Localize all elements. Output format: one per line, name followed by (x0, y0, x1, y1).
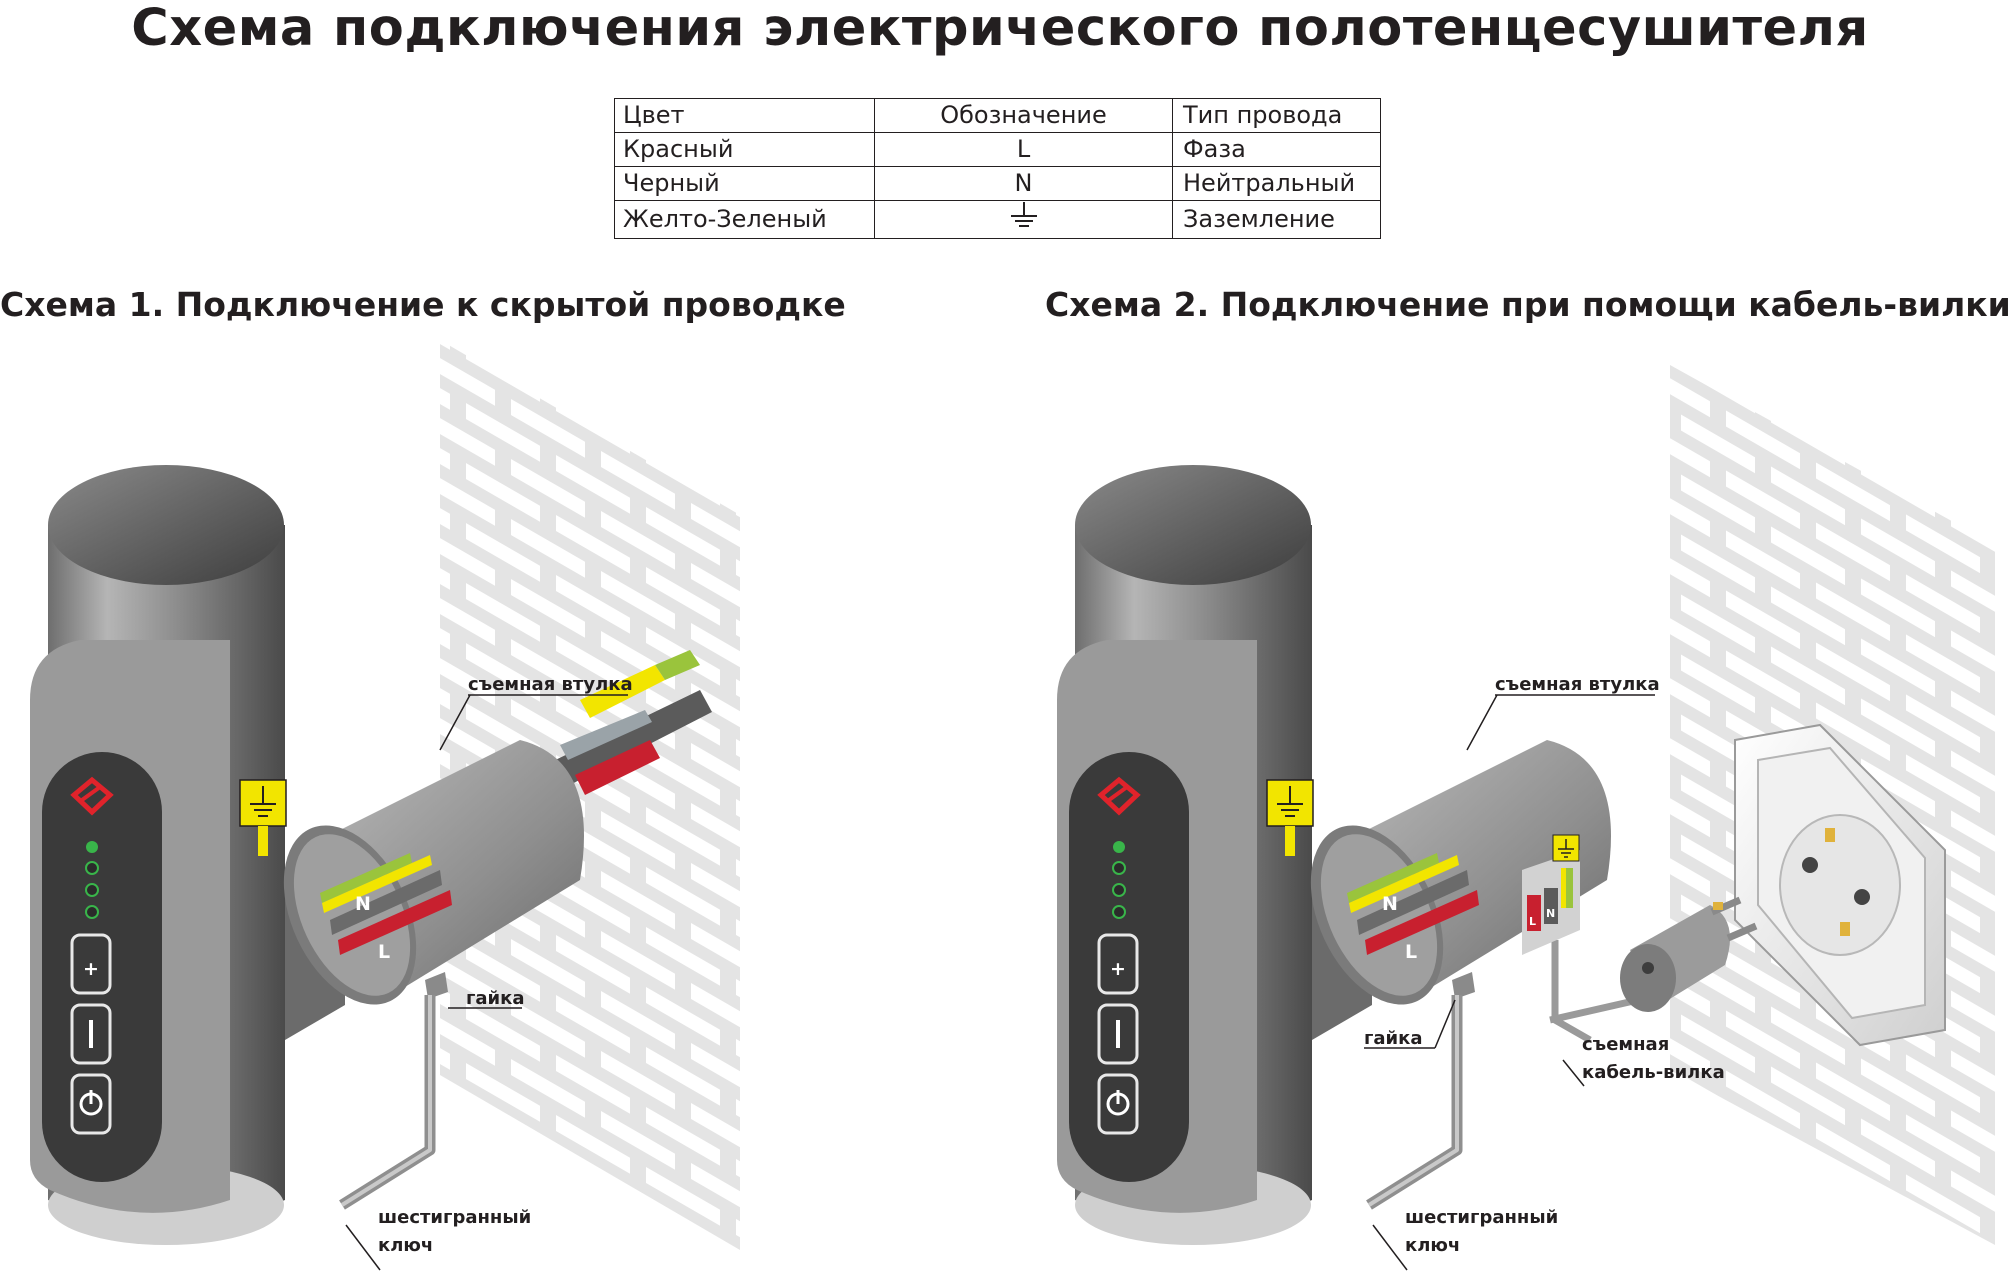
scheme1-diagram: + (30, 340, 740, 1271)
hex-key-icon (339, 995, 436, 1210)
hex-key-label-line1: шестигранный (1405, 1207, 1558, 1228)
page-title: Схема подключения электрического полотен… (131, 0, 1869, 58)
minus-icon[interactable] (70, 1003, 112, 1065)
heater-body: + (30, 465, 287, 1245)
wire-l-label: L (1405, 941, 1417, 963)
plug-n-label: N (1546, 907, 1555, 920)
cell-designation (874, 200, 1173, 239)
hex-key-icon (1366, 995, 1463, 1210)
hex-key-label-line1: шестигранный (378, 1207, 531, 1228)
table-row: Черный N Нейтральный (614, 166, 1381, 201)
plus-icon[interactable]: + (1097, 933, 1139, 995)
cell-color: Красный (614, 132, 875, 167)
wire-n-label: N (355, 893, 371, 915)
nut (1452, 972, 1475, 999)
logo-icon (70, 776, 114, 816)
plug-icon (1549, 896, 1758, 1024)
header-color: Цвет (614, 98, 875, 133)
nut-label: гайка (1364, 1028, 1423, 1049)
cable-plug-label-line2: кабель-вилка (1582, 1062, 1725, 1083)
hex-key-label-line2: ключ (378, 1235, 433, 1256)
led-indicator-icon (85, 841, 99, 919)
plug-terminal-block: L N (1522, 834, 1580, 955)
plug-l-label: L (1529, 915, 1536, 928)
cell-designation: L (874, 132, 1173, 167)
scheme1-title: Схема 1. Подключение к скрытой проводке (0, 285, 846, 324)
wire-n-label: N (1382, 893, 1398, 915)
removable-sleeve: N L (283, 740, 584, 1005)
ground-icon (239, 779, 287, 856)
minus-icon[interactable] (1097, 1003, 1139, 1065)
logo-icon (1097, 776, 1141, 816)
wire-bundle (545, 650, 712, 795)
ground-icon (1010, 202, 1037, 227)
nut (425, 972, 448, 999)
cell-type: Заземление (1172, 200, 1381, 239)
scheme2-title: Схема 2. Подключение при помощи кабель-в… (1045, 285, 2011, 324)
plus-icon[interactable]: + (70, 933, 112, 995)
scheme2-diagram: + (1057, 365, 1995, 1271)
hex-key-label-line2: ключ (1405, 1235, 1460, 1256)
nut-label: гайка (466, 988, 525, 1009)
cell-type: Нейтральный (1172, 166, 1381, 201)
power-icon[interactable] (70, 1073, 112, 1135)
ground-icon (1552, 834, 1580, 862)
cell-color: Черный (614, 166, 875, 201)
cable-plug-label-line1: съемная (1582, 1034, 1669, 1055)
wire-l-label: L (378, 941, 390, 963)
header-type: Тип провода (1172, 98, 1381, 133)
brick-wall (440, 340, 740, 1250)
svg-text:+: + (1110, 958, 1126, 980)
led-indicator-icon (1112, 841, 1126, 919)
sleeve-label: съемная втулка (1495, 674, 1660, 695)
heater-body: + (1057, 465, 1314, 1245)
table-row: Желто-Зеленый Заземление (614, 200, 1381, 239)
sleeve-label: съемная втулка (468, 674, 633, 695)
cell-color: Желто-Зеленый (614, 200, 875, 239)
wire-legend-table: Цвет Обозначение Тип провода Красный L Ф… (614, 98, 1381, 239)
svg-text:+: + (83, 958, 99, 980)
ground-icon (1266, 779, 1314, 856)
wall-socket-icon (1734, 723, 1946, 1047)
removable-sleeve: N L (1310, 740, 1611, 1005)
table-row: Красный L Фаза (614, 132, 1381, 167)
power-icon[interactable] (1097, 1073, 1139, 1135)
